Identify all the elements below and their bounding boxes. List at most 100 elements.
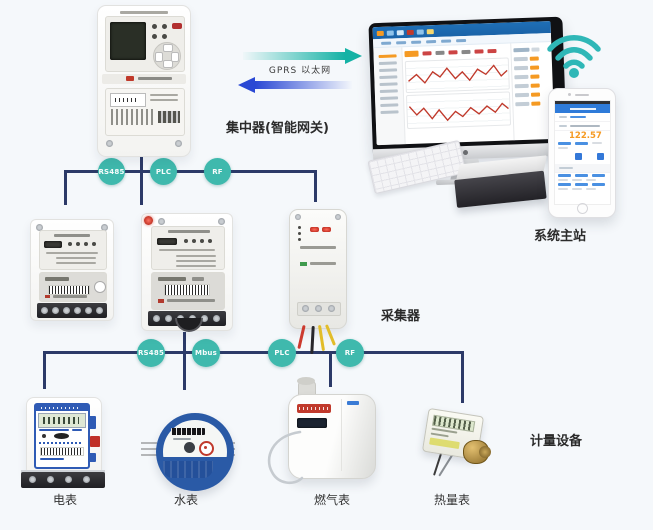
meter-barcode: [164, 284, 210, 296]
meter-top-panel: [151, 226, 225, 270]
phone-status-bar: [555, 101, 610, 104]
gas-meter-red-label: [297, 404, 331, 413]
water-meter-nut-left: [141, 438, 157, 457]
link-node-plc-tier2: PLC: [268, 339, 296, 367]
tier1-drop-right: [314, 170, 317, 202]
collector-meter-2: [141, 213, 233, 332]
downlink-arrow-left-head: [238, 77, 255, 93]
dashboard-sidebar: [373, 47, 406, 146]
electric-meter: [26, 397, 102, 477]
concentrator-text-table: [111, 109, 153, 125]
water-meter-label: 水表: [173, 493, 198, 507]
tier2-drop-heat: [461, 351, 464, 403]
concentrator-device: [97, 5, 191, 157]
uplink-arrow-right-head: [345, 48, 362, 64]
electric-meter-label: 电表: [52, 493, 77, 507]
concentrator-red-button: [172, 23, 182, 29]
tier1-bus-line: [64, 170, 317, 173]
brand-logo: [300, 262, 307, 266]
din-wire-black: [310, 325, 315, 355]
meter-barcode: [48, 285, 90, 295]
din-red-led: [322, 227, 331, 232]
link-node-rf-tier1: RF: [204, 158, 231, 185]
trend-chart-1: [404, 57, 510, 94]
concentrator-button-dot: [152, 34, 157, 39]
collector-meter-1: [30, 219, 114, 321]
brand-logo: [126, 76, 134, 81]
link-node-rs485-tier2: RS485: [137, 339, 165, 367]
water-meter-register: [171, 428, 205, 435]
chart-line: [408, 102, 509, 122]
concentrator-top-panel: [105, 16, 185, 72]
phone-speaker: [575, 94, 589, 96]
uplink-label: GPRS 以太网: [268, 66, 332, 76]
din-red-led: [310, 227, 319, 232]
uplink-arrow-right: [243, 52, 345, 60]
phone-home-button: [577, 203, 588, 214]
gas-meter-label: 燃气表: [313, 493, 350, 507]
electric-meter-button: [54, 433, 69, 439]
concentrator-switch-block: [158, 111, 180, 123]
gas-meter-brand: [347, 401, 359, 405]
concentrator-caption: 集中器(智能网关): [226, 121, 329, 136]
brand-logo: [45, 295, 50, 298]
screw: [36, 224, 43, 231]
water-meter: [156, 413, 234, 491]
tier1-drop-left: [64, 170, 67, 205]
link-node-rf-tier2: RF: [336, 339, 364, 367]
connector-collector-down: [183, 332, 186, 390]
dashboard-main: [402, 43, 513, 144]
connector-concentrator-down: [140, 154, 143, 205]
gas-meter-lcd: [297, 418, 327, 428]
tier2-drop-gas: [329, 351, 332, 387]
gas-meter: [288, 394, 376, 479]
screw: [101, 224, 108, 231]
master-computer: [368, 16, 567, 186]
screw: [106, 140, 113, 147]
electric-meter-barcode: [40, 447, 84, 456]
phone-stats-grid: [555, 141, 610, 150]
gas-meter-tube: [267, 430, 304, 485]
meter-mid-panel: [39, 272, 107, 302]
concentrator-lcd: [110, 22, 146, 60]
heat-meter-valve-port: [479, 446, 491, 458]
heat-meter-label: [429, 437, 460, 450]
chart-line: [408, 64, 508, 84]
meter-red-led: [144, 216, 153, 225]
collector-din-module: [289, 209, 347, 329]
screw: [295, 214, 301, 220]
phone-camera: [568, 93, 571, 96]
concentrator-title-text: [120, 11, 168, 14]
side-button-red: [90, 436, 100, 447]
brand-logo: [158, 299, 164, 303]
side-button-blue: [89, 416, 96, 429]
link-node-plc-tier1: PLC: [150, 158, 177, 185]
water-meter-dial: [199, 441, 214, 456]
tier2-bus-line: [43, 351, 464, 354]
concentrator-mid-panel: [105, 88, 185, 136]
electric-meter-lcd: [38, 413, 86, 428]
wifi-icon: [547, 35, 601, 78]
meter-top-panel: [39, 230, 107, 270]
screw: [158, 218, 165, 225]
concentrator-meter-window: [110, 93, 146, 107]
link-node-rs485-tier1: RS485: [98, 158, 125, 185]
phone-stats-grid-2: [555, 173, 610, 191]
heat-meter: [419, 406, 495, 478]
imac-screen: [368, 16, 567, 158]
screw: [218, 218, 225, 225]
dashboard-ui: [372, 21, 555, 146]
meter-terminal-block: [37, 303, 107, 318]
metering-devices-caption: 计量设备: [530, 434, 583, 449]
phone-qr-icon: [575, 153, 582, 160]
mobile-phone: 122.57: [548, 88, 616, 218]
concentrator-button-dot: [162, 24, 167, 29]
electric-meter-panel: [34, 403, 90, 469]
din-terminal-strip: [297, 302, 341, 316]
link-node-mbus-tier2: Mbus: [192, 339, 220, 367]
tier2-drop-electric: [43, 351, 46, 389]
server-box: [453, 155, 554, 215]
downlink-arrow-left: [255, 81, 352, 89]
concentrator-dpad: [153, 42, 181, 70]
